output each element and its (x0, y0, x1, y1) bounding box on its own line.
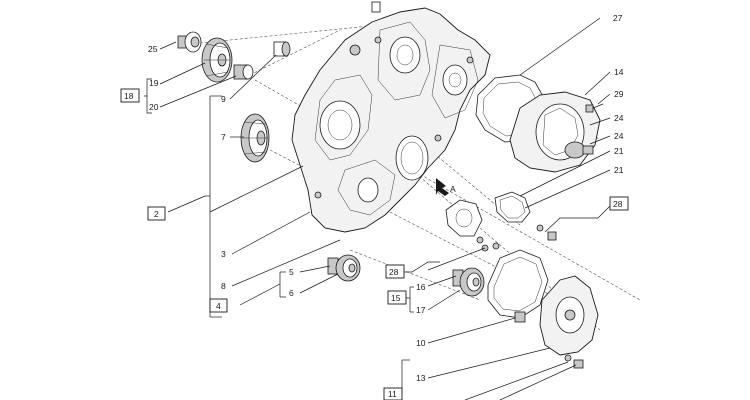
callout-20: 20 (149, 102, 159, 112)
callout-4-box (209, 298, 228, 313)
callout-5: 5 (289, 267, 294, 277)
callout-15-box (387, 290, 407, 305)
callout-3: 3 (221, 249, 226, 259)
callout-27: 27 (613, 13, 623, 23)
view-arrow-a: A (436, 178, 456, 196)
callout-28b-box (385, 264, 405, 279)
callout-labels: 25 19 18 20 9 7 2 3 8 5 6 4 27 14 29 24 … (120, 13, 629, 400)
timing-case-cover (291, 1, 491, 233)
callout-25: 25 (148, 44, 158, 54)
gear-cover-13 (539, 275, 599, 369)
gasket-10 (487, 249, 549, 323)
callout-8: 8 (221, 281, 226, 291)
bushing-20 (233, 64, 254, 80)
callout-21b: 21 (614, 165, 624, 175)
callout-15: 15 (391, 293, 401, 303)
callout-17: 17 (416, 305, 426, 315)
callout-16: 16 (416, 282, 426, 292)
gear-6 (327, 254, 361, 282)
callout-21a: 21 (614, 146, 624, 156)
view-label-a: A (450, 184, 456, 194)
leader-lines (159, 17, 611, 400)
callout-4: 4 (216, 301, 221, 311)
callout-29: 29 (614, 89, 624, 99)
callout-9: 9 (221, 94, 226, 104)
callout-11-box (383, 387, 403, 400)
callout-13: 13 (416, 373, 426, 383)
gear-17 (452, 267, 485, 297)
gear-7 (240, 113, 270, 163)
callout-24a: 24 (614, 113, 624, 123)
cover-plate-21 (445, 191, 531, 252)
callout-6: 6 (289, 288, 294, 298)
group-brackets (144, 78, 611, 396)
callout-10: 10 (416, 338, 426, 348)
callout-28a: 28 (613, 199, 623, 209)
callout-18-box (120, 88, 140, 103)
bolt-29 (585, 103, 604, 113)
callout-2-box (147, 206, 166, 221)
callout-28b: 28 (389, 267, 399, 277)
callout-2: 2 (154, 209, 159, 219)
callout-7: 7 (221, 132, 226, 142)
gear-19 (201, 37, 233, 83)
callout-14: 14 (614, 67, 624, 77)
water-pump (509, 91, 601, 173)
callout-19: 19 (149, 78, 159, 88)
callout-24b: 24 (614, 131, 624, 141)
bolts-28 (492, 224, 557, 250)
cover-seal-ring (395, 135, 429, 181)
gear-25 (177, 31, 202, 53)
bushing-9 (273, 41, 291, 57)
callout-18: 18 (124, 91, 134, 101)
callout-11: 11 (388, 389, 397, 399)
callout-28a-box (609, 196, 629, 211)
